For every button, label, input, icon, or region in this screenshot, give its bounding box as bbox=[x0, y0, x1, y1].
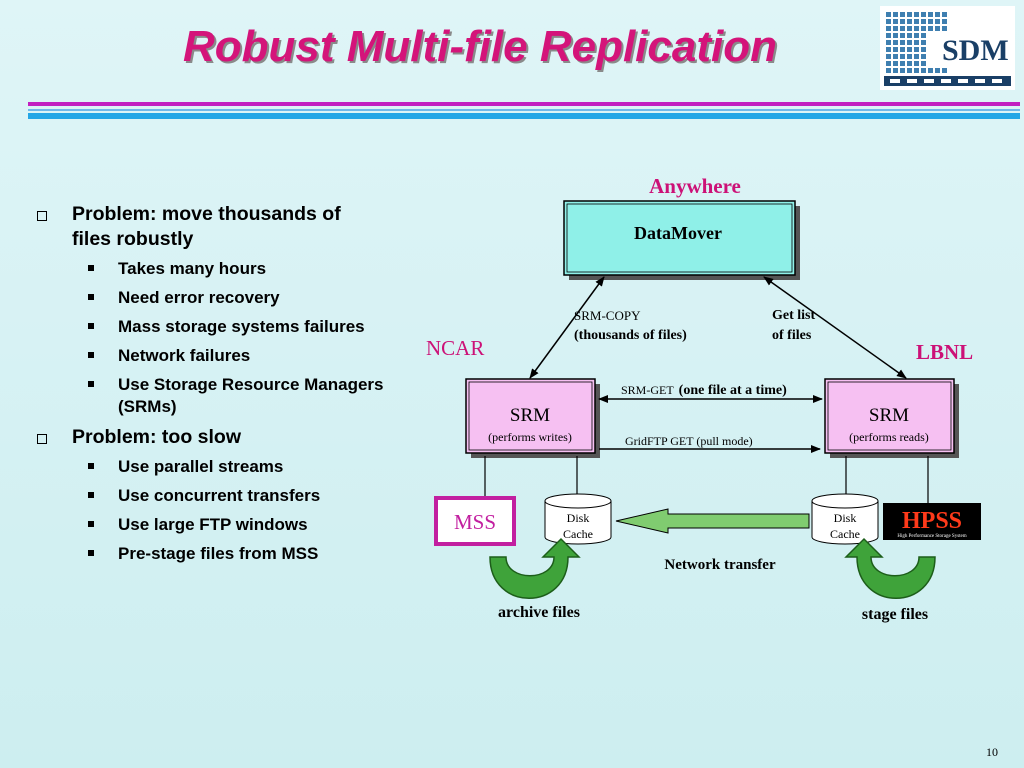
stage-files-label: stage files bbox=[862, 606, 928, 623]
srm-copy-sublabel: (thousands of files) bbox=[574, 328, 687, 343]
archive-curved-arrow-icon bbox=[489, 537, 581, 599]
srm-right-box bbox=[824, 378, 955, 454]
sub-bullet: Mass storage systems failures bbox=[34, 316, 384, 338]
disk-cache-right-icon bbox=[811, 493, 879, 545]
sub-bullet-text: Use concurrent transfers bbox=[118, 486, 321, 505]
logo-text: SDM bbox=[942, 34, 1009, 67]
srm-left-sublabel: (performs writes) bbox=[488, 430, 572, 444]
sub-bullet: Use concurrent transfers bbox=[34, 485, 384, 507]
sub-bullet-text: Network failures bbox=[118, 346, 251, 365]
hollow-square-bullet-icon bbox=[37, 211, 47, 221]
ncar-label: NCAR bbox=[426, 336, 484, 360]
sub-bullet: Network failures bbox=[34, 345, 384, 367]
hollow-square-bullet-icon bbox=[37, 434, 47, 444]
page-number: 10 bbox=[986, 745, 998, 759]
sub-bullet-text: Need error recovery bbox=[118, 288, 280, 307]
square-bullet-icon bbox=[88, 381, 94, 387]
hpss-logo: HPSS High Performance Storage System bbox=[883, 503, 981, 540]
srm-right-label: SRM bbox=[869, 405, 909, 426]
square-bullet-icon bbox=[88, 294, 94, 300]
bullet-text: Problem: move thousands of files robustl… bbox=[72, 203, 341, 250]
srm-copy-arrow bbox=[529, 276, 605, 379]
square-bullet-icon bbox=[88, 265, 94, 271]
archive-files-label: archive files bbox=[498, 604, 580, 621]
network-transfer-label: Network transfer bbox=[664, 557, 776, 573]
srm-left-inner-border bbox=[468, 381, 593, 451]
sub-bullet: Use parallel streams bbox=[34, 456, 384, 478]
square-bullet-icon bbox=[88, 352, 94, 358]
sub-bullet: Pre-stage files from MSS bbox=[34, 543, 384, 565]
sub-bullet: Use Storage Resource Managers (SRMs) bbox=[34, 374, 384, 418]
sub-bullet: Takes many hours bbox=[34, 258, 384, 280]
srm-copy-label: SRM-COPY bbox=[574, 308, 641, 323]
square-bullet-icon bbox=[88, 492, 94, 498]
sub-bullet-text: Use Storage Resource Managers (SRMs) bbox=[118, 375, 384, 416]
get-list-arrow bbox=[763, 276, 907, 379]
sub-bullet: Need error recovery bbox=[34, 287, 384, 309]
srm-left-box bbox=[465, 378, 596, 454]
sdm-logo: SDM bbox=[880, 6, 1015, 90]
srm-right-sublabel: (performs reads) bbox=[849, 430, 929, 444]
bullet-text: Problem: too slow bbox=[72, 426, 242, 448]
sub-bullet-text: Mass storage systems failures bbox=[118, 317, 365, 336]
bullet-problem-1: Problem: move thousands of files robustl… bbox=[34, 202, 384, 252]
srm-left-label: SRM bbox=[510, 405, 550, 426]
stage-curved-arrow-icon bbox=[844, 537, 936, 599]
datamover-label: DataMover bbox=[634, 223, 722, 243]
lbnl-label: LBNL bbox=[916, 340, 973, 364]
mss-label: MSS bbox=[454, 510, 496, 534]
logo-bar bbox=[884, 76, 1011, 86]
logo-dot-grid bbox=[886, 12, 947, 73]
sub-bullet-text: Pre-stage files from MSS bbox=[118, 544, 319, 563]
bullet-list: Problem: move thousands of files robustl… bbox=[34, 202, 384, 572]
square-bullet-icon bbox=[88, 521, 94, 527]
slide-title: Robust Multi-file Replication bbox=[183, 22, 777, 71]
sub-bullet-text: Takes many hours bbox=[118, 259, 267, 278]
get-list-label: Get list bbox=[772, 308, 815, 323]
sub-bullet-text: Use parallel streams bbox=[118, 457, 284, 476]
title-rule-blue bbox=[28, 113, 1020, 119]
disk-cache-left-icon bbox=[544, 493, 612, 545]
datamover-box bbox=[563, 200, 796, 276]
title-rule-blue bbox=[28, 109, 1020, 111]
disk-cache-left-label: Cache bbox=[563, 527, 593, 541]
hpss-text: HPSS bbox=[902, 508, 962, 534]
get-list-label: of files bbox=[772, 328, 812, 343]
square-bullet-icon bbox=[88, 550, 94, 556]
srm-get-label: SRM-GET(one file at a time) bbox=[621, 383, 787, 398]
network-transfer-arrow-icon bbox=[615, 508, 810, 534]
disk-cache-right-label: Disk bbox=[834, 511, 857, 525]
square-bullet-icon bbox=[88, 323, 94, 329]
bullet-problem-2: Problem: too slow bbox=[34, 425, 384, 450]
title-rule-magenta bbox=[28, 102, 1020, 106]
disk-cache-right-label: Cache bbox=[830, 527, 860, 541]
gridftp-label: GridFTP GET (pull mode) bbox=[625, 434, 753, 448]
disk-cache-left-label: Disk bbox=[567, 511, 590, 525]
sub-bullet: Use large FTP windows bbox=[34, 514, 384, 536]
square-bullet-icon bbox=[88, 463, 94, 469]
hpss-subtitle: High Performance Storage System bbox=[897, 534, 966, 539]
mss-box bbox=[434, 496, 516, 546]
sub-bullet-text: Use large FTP windows bbox=[118, 515, 308, 534]
srm-right-inner-border bbox=[827, 381, 952, 451]
anywhere-label: Anywhere bbox=[649, 174, 741, 198]
datamover-inner-border bbox=[566, 203, 793, 273]
